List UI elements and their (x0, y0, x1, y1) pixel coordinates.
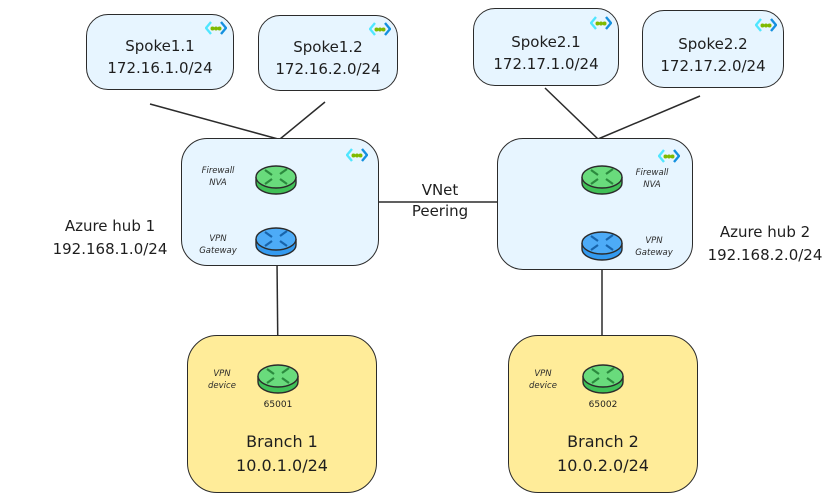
spoke-name: Spoke1.1 (125, 37, 195, 55)
branch-name: Branch 1 (246, 432, 318, 451)
spoke-2-1[interactable]: Spoke2.1 172.17.1.0/24 (473, 8, 619, 86)
firewall-label-line1: Firewall (201, 166, 235, 176)
firewall-router-icon[interactable] (254, 163, 298, 197)
device-label-line1: VPN (534, 369, 552, 379)
hub-1-label: Azure hub 1 192.168.1.0/24 (40, 215, 180, 261)
spoke-cidr: 172.16.2.0/24 (275, 60, 381, 78)
vpn-gateway-label: VPN Gateway (632, 235, 676, 259)
link-spoke2-1-hub2 (544, 87, 599, 140)
link-spoke1-1-hub1 (149, 103, 279, 140)
vnet-icon (658, 149, 680, 163)
asn-label: 65001 (263, 400, 293, 410)
vpn-gateway-router-icon[interactable] (580, 229, 624, 263)
branch-cidr: 10.0.1.0/24 (236, 456, 328, 475)
branch-2[interactable]: VPN device 65002 Branch 2 10.0.2.0/24 (508, 335, 698, 493)
gateway-label-line1: VPN (209, 234, 227, 244)
vpn-gateway-label: VPN Gateway (196, 233, 240, 257)
spoke-cidr: 172.16.1.0/24 (107, 59, 213, 77)
firewall-label-line2: NVA (209, 178, 227, 188)
gateway-label-line1: VPN (645, 236, 663, 246)
spoke-1-2[interactable]: Spoke1.2 172.16.2.0/24 (258, 15, 398, 91)
vnet-icon (346, 148, 368, 162)
branch-name: Branch 2 (567, 432, 639, 451)
hub-name: Azure hub 1 (64, 217, 156, 235)
device-label-line2: device (529, 381, 557, 391)
gateway-label-line2: Gateway (199, 246, 237, 256)
vnet-icon (755, 18, 777, 32)
vpn-device-label: VPN device (202, 368, 242, 392)
vnet-icon (369, 22, 391, 36)
asn-label: 65002 (588, 400, 618, 410)
azure-hub-1[interactable]: Firewall NVA VPN Gateway (181, 138, 379, 266)
firewall-nva-label: Firewall NVA (630, 167, 674, 191)
firewall-router-icon[interactable] (580, 163, 624, 197)
vpn-device-label: VPN device (523, 368, 563, 392)
hub-cidr: 192.168.2.0/24 (707, 246, 823, 264)
hub-cidr: 192.168.1.0/24 (52, 240, 168, 258)
vnet-icon (590, 16, 612, 30)
spoke-1-1[interactable]: Spoke1.1 172.16.1.0/24 (86, 14, 234, 90)
firewall-nva-label: Firewall NVA (196, 165, 240, 189)
vnet-icon (205, 21, 227, 35)
spoke-name: Spoke2.1 (511, 33, 581, 51)
azure-hub-2[interactable]: Firewall NVA VPN Gateway (497, 138, 693, 270)
device-label-line2: device (208, 381, 236, 391)
branch-cidr: 10.0.2.0/24 (557, 456, 649, 475)
gateway-label-line2: Gateway (635, 248, 673, 258)
vpn-device-router-icon[interactable] (581, 362, 625, 396)
spoke-name: Spoke1.2 (293, 38, 363, 56)
vpn-gateway-router-icon[interactable] (254, 225, 298, 259)
peering-line2: Peering (411, 202, 469, 220)
link-spoke2-2-hub2 (597, 95, 701, 140)
link-spoke1-2-hub1 (279, 101, 326, 140)
firewall-label-line2: NVA (643, 180, 661, 190)
branch-1[interactable]: VPN device 65001 Branch 1 10.0.1.0/24 (187, 335, 377, 493)
firewall-label-line1: Firewall (635, 168, 669, 178)
spoke-cidr: 172.17.1.0/24 (493, 55, 599, 73)
vnet-peering-label: VNet Peering (400, 180, 480, 222)
spoke-cidr: 172.17.2.0/24 (660, 57, 766, 75)
hub-2-label: Azure hub 2 192.168.2.0/24 (695, 221, 835, 267)
spoke-2-2[interactable]: Spoke2.2 172.17.2.0/24 (642, 10, 784, 88)
device-label-line1: VPN (213, 369, 231, 379)
vpn-device-router-icon[interactable] (256, 362, 300, 396)
peering-line1: VNet (421, 181, 459, 199)
spoke-name: Spoke2.2 (678, 35, 748, 53)
hub-name: Azure hub 2 (719, 223, 811, 241)
